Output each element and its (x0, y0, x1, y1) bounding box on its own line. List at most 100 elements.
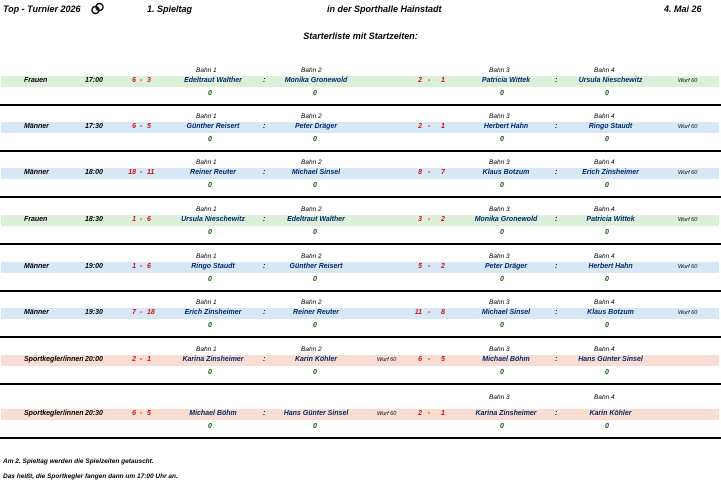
kegel-logo-icon (91, 2, 104, 20)
lane-header-row: Bahn 1 Bahn 2 Bahn 3 Bahn 4 (0, 297, 721, 309)
match-row: Sportkegler/innen 20:00 2 - 1 Karina Zin… (1, 355, 719, 366)
score-row: 0 0 0 0 (0, 368, 721, 380)
lane-label: Bahn 4 (594, 346, 615, 353)
dash: - (140, 123, 143, 130)
dash: - (428, 309, 431, 316)
lane-header-row: Bahn 1 Bahn 2 Bahn 3 Bahn 4 (0, 204, 721, 216)
colon: : (263, 123, 266, 130)
category-label: Frauen (24, 77, 48, 84)
player-lane-2: Günther Reisert (289, 263, 343, 270)
colon: : (263, 410, 266, 417)
match-block: Bahn 1 Bahn 2 Bahn 3 Bahn 4 Männer 19:00… (0, 251, 721, 297)
category-label: Männer (24, 123, 49, 130)
lane-label: Bahn 4 (594, 113, 615, 120)
lane-label: Bahn 1 (196, 253, 217, 260)
lane-header-row: Bahn 1 Bahn 2 Bahn 3 Bahn 4 (0, 157, 721, 169)
colon: : (555, 77, 558, 84)
player-lane-3: Michael Böhm (482, 356, 530, 363)
score-value: 0 (605, 136, 609, 143)
category-label: Sportkegler/innen (24, 356, 84, 363)
lane-score-d: 1 (441, 410, 445, 417)
colon: : (555, 356, 558, 363)
lane-score-b: 5 (147, 123, 151, 130)
match-block: Bahn 1 Bahn 2 Bahn 3 Bahn 4 Männer 17:30… (0, 111, 721, 157)
player-lane-3: Monika Gronewold (474, 216, 538, 223)
lane-score-d: 8 (441, 309, 445, 316)
separator-line (0, 243, 721, 245)
match-block: Bahn 1 Bahn 2 Bahn 3 Bahn 4 Männer 18:00… (0, 157, 721, 203)
colon: : (555, 309, 558, 316)
score-row: 0 0 0 0 (0, 422, 721, 434)
dash: - (140, 77, 143, 84)
lane-header-row: Bahn 1 Bahn 2 Bahn 3 Bahn 4 (0, 65, 721, 77)
lane-score-c: 8 (418, 169, 422, 176)
wurf-label: Wurf 60 (678, 264, 698, 270)
score-value: 0 (313, 369, 317, 376)
lane-label: Bahn 1 (196, 67, 217, 74)
dash: - (140, 169, 143, 176)
match-block: Sportkegler/innen 20:30 6 - 5 Michael Bö… (0, 402, 721, 448)
player-lane-4: Ursula Nieschewitz (578, 77, 643, 84)
lane-label: Bahn 2 (301, 67, 322, 74)
dash: - (428, 216, 431, 223)
player-lane-1: Reiner Reuter (190, 169, 236, 176)
time-label: 19:00 (85, 263, 103, 270)
score-value: 0 (313, 276, 317, 283)
footer-note-2: Das heißt, die Sportkegler fangen dann u… (3, 473, 178, 480)
lane-header-row: Bahn 1 Bahn 2 Bahn 3 Bahn 4 (0, 111, 721, 123)
lane-score-d: 1 (441, 77, 445, 84)
lane-label: Bahn 4 (594, 253, 615, 260)
wurf-label: Wurf 60 (377, 411, 397, 417)
score-value: 0 (605, 90, 609, 97)
dash: - (140, 216, 143, 223)
score-value: 0 (500, 229, 504, 236)
score-row: 0 0 0 0 (0, 181, 721, 193)
lane-label: Bahn 1 (196, 159, 217, 166)
lane-score-b: 18 (147, 309, 155, 316)
dash: - (428, 169, 431, 176)
lane-score-c: 11 (414, 309, 422, 316)
match-block: Bahn 1 Bahn 2 Bahn 3 Bahn 4 Frauen 17:00… (0, 65, 721, 111)
lane-label: Bahn 1 (196, 206, 217, 213)
player-lane-4: Klaus Botzum (587, 309, 634, 316)
match-block: Bahn 1 Bahn 2 Bahn 3 Bahn 4 Männer 19:30… (0, 297, 721, 343)
score-value: 0 (605, 182, 609, 189)
match-row: Sportkegler/innen 20:30 6 - 5 Michael Bö… (1, 409, 719, 420)
player-lane-3: Michael Sinsel (481, 309, 531, 316)
wurf-label: Wurf 60 (377, 357, 397, 363)
player-lane-2: Peter Dräger (294, 123, 338, 130)
category-label: Sportkegler/innen (24, 410, 84, 417)
lane-score-b: 6 (147, 263, 151, 270)
colon: : (263, 356, 266, 363)
time-label: 18:00 (85, 169, 103, 176)
lane-header-row: Bahn 1 Bahn 2 Bahn 3 Bahn 4 (0, 251, 721, 263)
lane-label: Bahn 1 (196, 346, 217, 353)
dash: - (428, 410, 431, 417)
separator-line (0, 383, 721, 385)
score-value: 0 (500, 276, 504, 283)
colon: : (555, 123, 558, 130)
lane-score-b: 3 (147, 77, 151, 84)
separator-line (0, 290, 721, 292)
player-lane-1: Karina Zinsheimer (182, 356, 244, 363)
lane-score-a: 7 (132, 309, 136, 316)
separator-line (0, 196, 721, 198)
lane-label: Bahn 4 (594, 159, 615, 166)
starter-list-subtitle: Starterliste mit Startzeiten: (303, 31, 418, 41)
separator-line (0, 336, 721, 338)
score-value: 0 (313, 229, 317, 236)
lane-label: Bahn 3 (489, 253, 510, 260)
lane-score-a: 2 (132, 356, 136, 363)
player-lane-2: Monika Gronewold (284, 77, 348, 84)
lane-score-c: 5 (418, 263, 422, 270)
lane-score-d: 2 (441, 216, 445, 223)
colon: : (263, 309, 266, 316)
lane-score-a: 18 (128, 169, 136, 176)
match-row: Männer 19:00 1 - 6 Ringo Staudt : Günthe… (1, 262, 719, 273)
lane-score-a: 6 (132, 123, 136, 130)
match-row: Männer 17:30 6 - 5 Günther Reisert : Pet… (1, 122, 719, 133)
lane-label: Bahn 3 (489, 159, 510, 166)
lane-label: Bahn 3 (489, 67, 510, 74)
match-block: Bahn 1 Bahn 2 Bahn 3 Bahn 4 Sportkegler/… (0, 344, 721, 390)
score-value: 0 (500, 322, 504, 329)
